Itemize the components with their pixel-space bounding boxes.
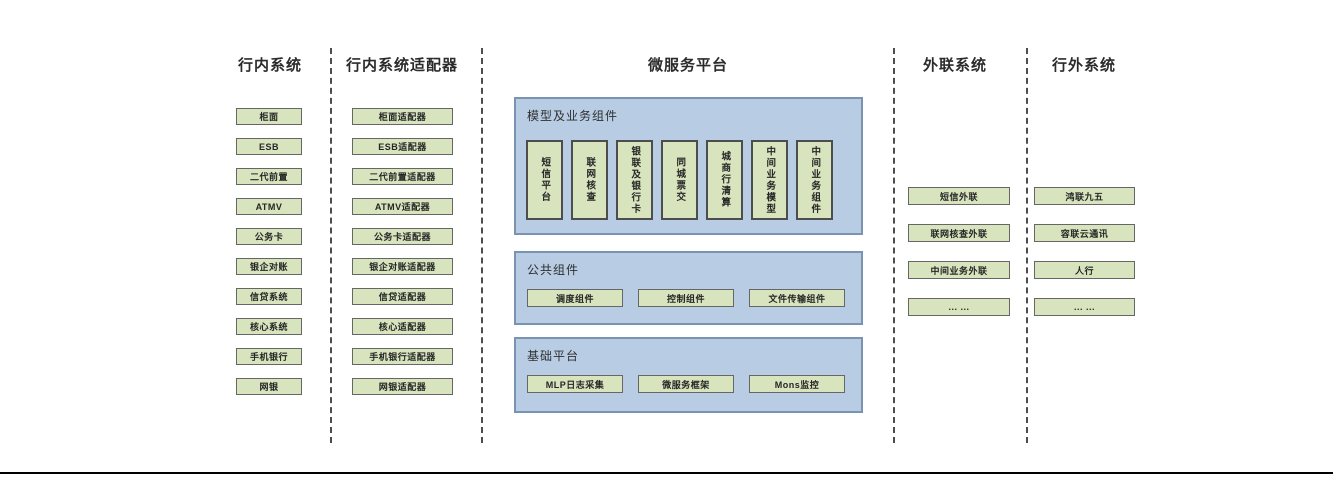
panel-title: 模型及业务组件 — [527, 109, 619, 123]
component-box: 同城票交 — [661, 140, 698, 220]
system-box: ESB — [236, 138, 302, 155]
component-box: 控制组件 — [638, 289, 734, 307]
component-label: 联网核查 — [584, 157, 596, 203]
adapter-box: ESB适配器 — [352, 138, 453, 155]
component-box: 城商行清算 — [706, 140, 743, 220]
component-box: 调度组件 — [527, 289, 623, 307]
component-box: 中间业务组件 — [796, 140, 833, 220]
component-box: 微服务框架 — [638, 375, 734, 393]
adapter-box: 网银适配器 — [352, 378, 453, 395]
column-divider — [330, 48, 332, 443]
system-box: ... ... — [1034, 298, 1135, 316]
component-box: 短信平台 — [526, 140, 563, 220]
system-box: 联网核查外联 — [908, 224, 1010, 242]
adapter-box: 二代前置适配器 — [352, 168, 453, 185]
adapter-box: 公务卡适配器 — [352, 228, 453, 245]
adapter-box: 信贷适配器 — [352, 288, 453, 305]
component-box: MLP日志采集 — [527, 375, 623, 393]
adapter-box: 核心适配器 — [352, 318, 453, 335]
component-box: 银联及银行卡 — [616, 140, 653, 220]
column-divider — [481, 48, 483, 443]
component-box: 联网核查 — [571, 140, 608, 220]
column-title-microservice-platform: 微服务平台 — [647, 57, 728, 74]
common-components-row: 调度组件 控制组件 文件传输组件 — [527, 289, 845, 307]
component-label: 中间业务模型 — [764, 145, 776, 215]
system-box: 网银 — [236, 378, 302, 395]
internal-adapters-column: 柜面适配器 ESB适配器 二代前置适配器 ATMV适配器 公务卡适配器 银企对账… — [352, 108, 453, 408]
system-box: 人行 — [1034, 261, 1135, 279]
internal-systems-column: 柜面 ESB 二代前置 ATMV 公务卡 银企对账 信贷系统 核心系统 手机银行… — [236, 108, 302, 408]
component-box: 文件传输组件 — [749, 289, 845, 307]
system-box: 短信外联 — [908, 187, 1010, 205]
column-divider — [893, 48, 895, 443]
base-platform-panel: 基础平台 MLP日志采集 微服务框架 Mons监控 — [514, 337, 863, 413]
column-title-internal-systems: 行内系统 — [237, 57, 302, 74]
system-box: ATMV — [236, 198, 302, 215]
component-label: 同城票交 — [674, 157, 686, 203]
column-title-external-systems: 行外系统 — [1051, 57, 1116, 74]
component-box: 中间业务模型 — [751, 140, 788, 220]
bottom-border-line — [0, 472, 1333, 474]
system-box: 容联云通讯 — [1034, 224, 1135, 242]
system-box: ... ... — [908, 298, 1010, 316]
outbound-systems-column: 短信外联 联网核查外联 中间业务外联 ... ... — [908, 187, 1010, 335]
system-box: 柜面 — [236, 108, 302, 125]
adapter-box: 手机银行适配器 — [352, 348, 453, 365]
adapter-box: 银企对账适配器 — [352, 258, 453, 275]
system-box: 核心系统 — [236, 318, 302, 335]
model-components-row: 短信平台 联网核查 银联及银行卡 同城票交 城商行清算 中间业务模型 中间业务组… — [526, 140, 833, 220]
component-label: 银联及银行卡 — [629, 145, 641, 215]
common-components-panel: 公共组件 调度组件 控制组件 文件传输组件 — [514, 251, 863, 325]
external-systems-column: 鸿联九五 容联云通讯 人行 ... ... — [1034, 187, 1135, 335]
column-title-outbound-systems: 外联系统 — [922, 57, 987, 74]
system-box: 鸿联九五 — [1034, 187, 1135, 205]
adapter-box: 柜面适配器 — [352, 108, 453, 125]
system-box: 信贷系统 — [236, 288, 302, 305]
model-business-components-panel: 模型及业务组件 短信平台 联网核查 银联及银行卡 同城票交 城商行清算 中间业务… — [514, 97, 863, 235]
component-label: 短信平台 — [539, 157, 551, 203]
column-divider — [1026, 48, 1028, 443]
system-box: 中间业务外联 — [908, 261, 1010, 279]
panel-title: 基础平台 — [527, 349, 580, 363]
component-box: Mons监控 — [749, 375, 845, 393]
component-label: 城商行清算 — [719, 151, 731, 209]
system-box: 手机银行 — [236, 348, 302, 365]
panel-title: 公共组件 — [527, 263, 580, 277]
adapter-box: ATMV适配器 — [352, 198, 453, 215]
system-box: 二代前置 — [236, 168, 302, 185]
base-platform-row: MLP日志采集 微服务框架 Mons监控 — [527, 375, 845, 393]
component-label: 中间业务组件 — [809, 145, 821, 215]
system-box: 银企对账 — [236, 258, 302, 275]
column-title-internal-adapters: 行内系统适配器 — [345, 57, 458, 74]
system-box: 公务卡 — [236, 228, 302, 245]
